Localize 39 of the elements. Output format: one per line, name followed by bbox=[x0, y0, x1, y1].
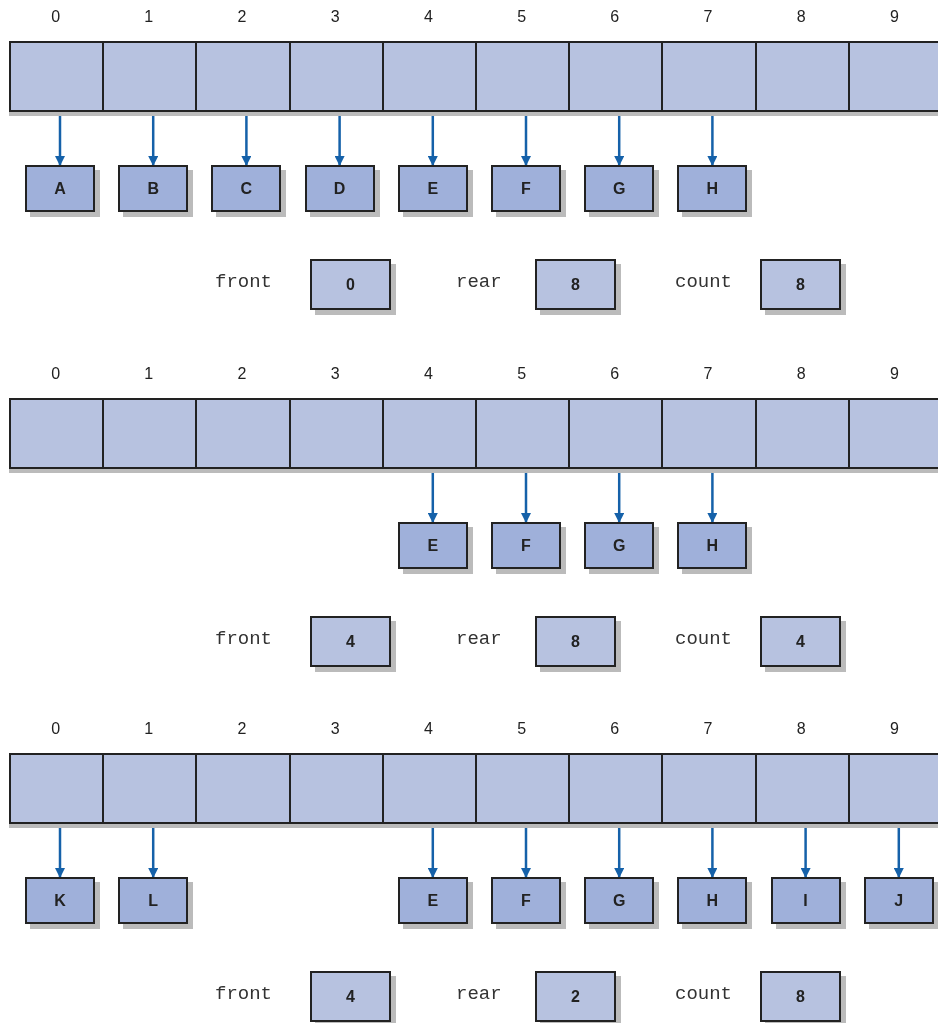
variable-label: count bbox=[675, 271, 732, 293]
index-label: 9 bbox=[888, 8, 900, 26]
variable-label: rear bbox=[456, 271, 502, 293]
index-label: 5 bbox=[516, 365, 528, 383]
index-label: 4 bbox=[422, 365, 434, 383]
index-label: 9 bbox=[888, 720, 900, 738]
index-label: 3 bbox=[329, 720, 341, 738]
variable-label: rear bbox=[456, 628, 502, 650]
index-label: 1 bbox=[143, 720, 155, 738]
index-label: 2 bbox=[236, 720, 248, 738]
index-label: 1 bbox=[143, 365, 155, 383]
index-label: 4 bbox=[422, 8, 434, 26]
index-label: 6 bbox=[609, 8, 621, 26]
index-label: 5 bbox=[516, 720, 528, 738]
index-label: 7 bbox=[702, 720, 714, 738]
index-label: 9 bbox=[888, 365, 900, 383]
index-label: 8 bbox=[795, 8, 807, 26]
index-label: 8 bbox=[795, 720, 807, 738]
index-label: 2 bbox=[236, 365, 248, 383]
index-label: 0 bbox=[50, 365, 62, 383]
index-label: 3 bbox=[329, 365, 341, 383]
index-label: 6 bbox=[609, 365, 621, 383]
variable-label: count bbox=[675, 628, 732, 650]
variable-label: front bbox=[215, 271, 272, 293]
index-label: 1 bbox=[143, 8, 155, 26]
index-label: 4 bbox=[422, 720, 434, 738]
index-label: 7 bbox=[702, 8, 714, 26]
index-label: 3 bbox=[329, 8, 341, 26]
index-label: 6 bbox=[609, 720, 621, 738]
variable-label: count bbox=[675, 983, 732, 1005]
index-label: 2 bbox=[236, 8, 248, 26]
index-label: 8 bbox=[795, 365, 807, 383]
variable-label: front bbox=[215, 983, 272, 1005]
variable-label: front bbox=[215, 628, 272, 650]
index-label: 0 bbox=[50, 720, 62, 738]
index-label: 0 bbox=[50, 8, 62, 26]
variable-label: rear bbox=[456, 983, 502, 1005]
index-label: 5 bbox=[516, 8, 528, 26]
index-label: 7 bbox=[702, 365, 714, 383]
